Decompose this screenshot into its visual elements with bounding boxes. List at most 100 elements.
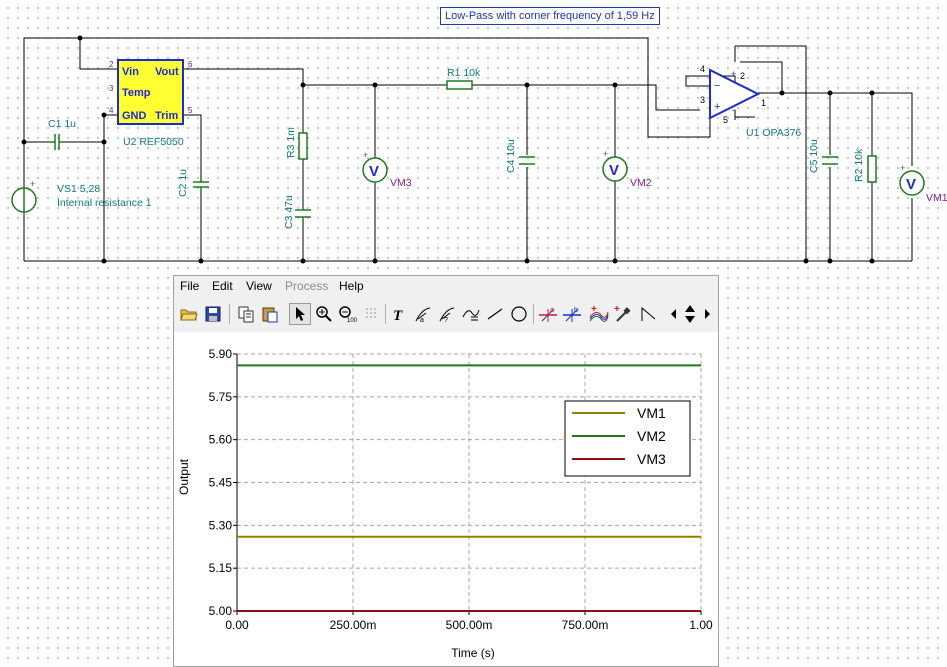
chart-background (174, 332, 718, 666)
c1-label: C1 1u (48, 118, 76, 130)
ic-pin-vin: Vin (122, 66, 139, 78)
scroll-left-icon[interactable] (667, 303, 681, 325)
menu-process[interactable]: Process (285, 279, 329, 293)
ic-pinnum-vout: 6 (188, 60, 193, 69)
label-arrow-icon[interactable]: a (412, 303, 434, 325)
junction-dots (21, 35, 875, 264)
x-tick-label: 1.00 (689, 618, 713, 632)
resistor-r3[interactable] (298, 132, 308, 160)
wires (23, 37, 913, 262)
x-tick-label: 0.00 (225, 618, 249, 632)
opamp-u1[interactable]: − + + − 4 3 1 2 5 (700, 64, 766, 125)
circle-icon[interactable] (508, 303, 530, 325)
vm1-label: VM1 (926, 192, 947, 204)
y-tick-label: 5.00 (209, 604, 233, 618)
capacitor-c5[interactable] (822, 156, 838, 165)
y-tick-label: 5.75 (209, 390, 233, 404)
svg-text:b: b (574, 307, 578, 314)
legend-label-vm2: VM2 (637, 428, 666, 444)
svg-text:100: 100 (347, 318, 358, 323)
opamp-pin-vminus: 5 (723, 115, 728, 125)
scroll-updown-icon[interactable] (682, 303, 698, 325)
save-icon[interactable] (202, 303, 224, 325)
c2-label: C2 1u (177, 169, 189, 197)
capacitor-c1[interactable] (48, 134, 66, 150)
ic-pinnum-trim: 5 (188, 106, 193, 115)
text-icon[interactable]: T (388, 303, 410, 325)
voltmeter-vm2[interactable]: V + (602, 149, 628, 182)
ic-pinnum-vin: 2 (109, 60, 114, 69)
y-tick-label: 5.60 (209, 433, 233, 447)
resistor-r2[interactable] (867, 155, 877, 183)
ic-pin-temp: Temp (122, 87, 151, 99)
scroll-right-icon[interactable] (700, 303, 714, 325)
ic-pinnum-temp: 3 (109, 84, 114, 93)
grid-icon[interactable] (361, 303, 383, 325)
line-icon[interactable] (484, 303, 506, 325)
svg-text:a: a (420, 317, 424, 323)
resistor-r1[interactable] (446, 80, 473, 90)
vs1-label: VS1 5,28 (57, 183, 100, 195)
menu-edit[interactable]: Edit (212, 279, 233, 293)
pointer-icon[interactable] (289, 303, 311, 325)
schematic-canvas[interactable]: Vin Vout Temp GND Trim 2 3 4 6 5 U2 REF5… (0, 0, 947, 270)
vm2-label: VM2 (630, 177, 652, 189)
capacitor-c4[interactable] (519, 156, 535, 165)
voltmeter-vm3[interactable]: V + (362, 150, 388, 183)
vertex-icon[interactable] (638, 303, 660, 325)
r2-label: R2 10k (853, 148, 865, 182)
copy-icon[interactable] (235, 303, 257, 325)
open-folder-icon[interactable] (178, 303, 200, 325)
vm3-symbol: V (369, 163, 379, 180)
svg-text:+: + (900, 163, 905, 173)
svg-text:−: − (714, 80, 720, 92)
voltage-source-vs1[interactable]: + (11, 179, 37, 213)
voltmeter-vm1[interactable]: V + (899, 163, 925, 196)
probe-icon[interactable]: + (612, 303, 634, 325)
svg-text:+: + (591, 305, 597, 315)
cursor-b-icon[interactable]: b (561, 303, 583, 325)
y-tick-label: 5.15 (209, 561, 233, 575)
menu-view[interactable]: View (246, 279, 272, 293)
label-arrow-2-icon[interactable]: ? (436, 303, 458, 325)
add-curve-icon[interactable]: + (588, 303, 610, 325)
x-tick-label: 750.00m (562, 618, 609, 632)
c4-label: C4 10u (505, 139, 517, 173)
capacitor-c2[interactable] (193, 178, 209, 193)
svg-text:+: + (363, 150, 368, 160)
menu-help[interactable]: Help (339, 279, 364, 293)
ic-u2-ref5050[interactable]: Vin Vout Temp GND Trim 2 3 4 6 5 (109, 59, 193, 125)
vs1-resistance-label: Internal resistance 1 (57, 197, 152, 209)
ic-pinnum-gnd: 4 (109, 106, 114, 115)
x-tick-label: 500.00m (446, 618, 493, 632)
capacitor-c3[interactable] (295, 209, 311, 222)
svg-text:+: + (614, 305, 620, 315)
opamp-u1-label: U1 OPA376 (746, 127, 801, 139)
zoom-in-icon[interactable] (313, 303, 335, 325)
r1-label: R1 10k (447, 67, 481, 79)
legend-label-vm1: VM1 (637, 405, 666, 421)
menu-file[interactable]: File (180, 279, 200, 293)
cursor-a-icon[interactable]: a (537, 303, 559, 325)
ic-u2-label: U2 REF5050 (123, 136, 184, 148)
y-tick-label: 5.45 (209, 476, 233, 490)
x-tick-label: 250.00m (330, 618, 377, 632)
paste-icon[interactable] (259, 303, 281, 325)
x-axis-label: Time (s) (451, 646, 495, 660)
svg-text:+: + (603, 149, 608, 159)
curve-label-icon[interactable] (460, 303, 482, 325)
legend-label-vm3: VM3 (637, 451, 666, 467)
zoom-100-icon[interactable]: 100 (337, 303, 359, 325)
c5-label: C5 10u (808, 139, 820, 173)
title-note[interactable]: Low-Pass with corner frequency of 1,59 H… (440, 7, 660, 25)
ic-pin-vout: Vout (155, 66, 179, 78)
svg-text:+: + (30, 179, 35, 189)
opamp-pin-plus: 3 (700, 95, 705, 105)
vm2-symbol: V (609, 162, 619, 179)
ic-pin-trim: Trim (155, 110, 178, 122)
svg-text:?: ? (444, 317, 448, 323)
svg-text:a: a (550, 307, 554, 314)
y-tick-label: 5.90 (209, 347, 233, 361)
